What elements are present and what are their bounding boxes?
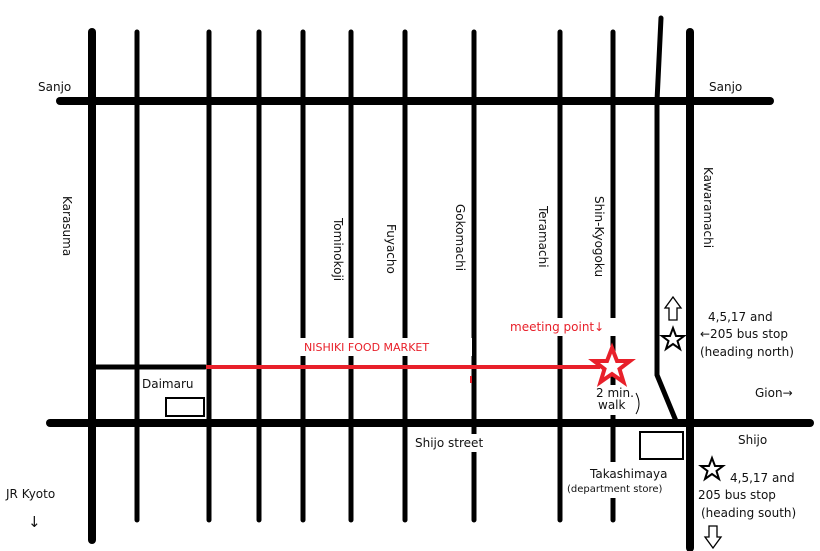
bus-south-line2: 205 bus stop xyxy=(698,488,776,502)
daimaru-building xyxy=(165,397,205,417)
takashimaya-label: Takashimaya xyxy=(589,467,667,481)
tominokoji-label: Tominokoji xyxy=(331,217,345,281)
takashimaya-sub-label: (department store) xyxy=(567,484,663,495)
fuyacho-label: Fuyacho xyxy=(384,224,398,274)
takashimaya-label-bg xyxy=(566,462,684,498)
walk-line2: walk xyxy=(598,398,626,412)
daimaru-label: Daimaru xyxy=(142,377,194,391)
bus-north-line3: (heading north) xyxy=(700,345,794,359)
bus-stop-north-star-icon xyxy=(659,325,687,352)
shin-kyogoku-label-bg xyxy=(592,192,609,296)
kawaramachi-label: Kawaramachi xyxy=(701,167,715,248)
teramachi-label-bg xyxy=(536,202,552,282)
bus-south-line3: (heading south) xyxy=(701,506,796,520)
south-arrow-icon xyxy=(703,525,723,550)
teramachi-label: Teramachi xyxy=(536,205,550,268)
bus-south-line1: 4,5,17 and xyxy=(730,471,795,485)
shijo-right-label: Shijo xyxy=(738,433,767,447)
walk-curve xyxy=(635,392,640,415)
tominokoji-label-bg xyxy=(332,215,347,301)
takashimaya-building xyxy=(639,431,684,460)
gokomachi-label-bg xyxy=(453,200,469,290)
bus-north-line1: 4,5,17 and xyxy=(708,310,773,324)
shijo-label-bg xyxy=(410,434,498,452)
nishiki-market-label: NISHIKI FOOD MARKET xyxy=(304,341,429,354)
nishiki-label-bg xyxy=(300,338,472,356)
kiyamachi-road xyxy=(654,15,679,424)
meeting-point-label: meeting point↓ xyxy=(510,320,604,334)
meeting-label-bg xyxy=(506,318,624,336)
sanjo-left-label: Sanjo xyxy=(38,80,71,94)
north-arrow-icon xyxy=(663,295,683,321)
shin-kyogoku-label: Shin-Kyogoku xyxy=(592,196,606,277)
fuyacho-label-bg xyxy=(384,220,400,284)
meeting-point-star-icon xyxy=(588,342,636,387)
gokomachi-label: Gokomachi xyxy=(453,204,467,271)
karasuma-label: Karasuma xyxy=(60,196,74,256)
walk-line1: 2 min. xyxy=(596,386,634,400)
shijo-street-label: Shijo street xyxy=(415,436,483,450)
bus-north-line2: ←205 bus stop xyxy=(700,327,788,341)
jr-kyoto-label: JR Kyoto xyxy=(5,487,55,501)
jr-kyoto-arrow: ↓ xyxy=(28,513,41,531)
sanjo-right-label: Sanjo xyxy=(709,80,742,94)
gion-label: Gion→ xyxy=(755,386,793,400)
bus-stop-south-star-icon xyxy=(698,455,726,482)
